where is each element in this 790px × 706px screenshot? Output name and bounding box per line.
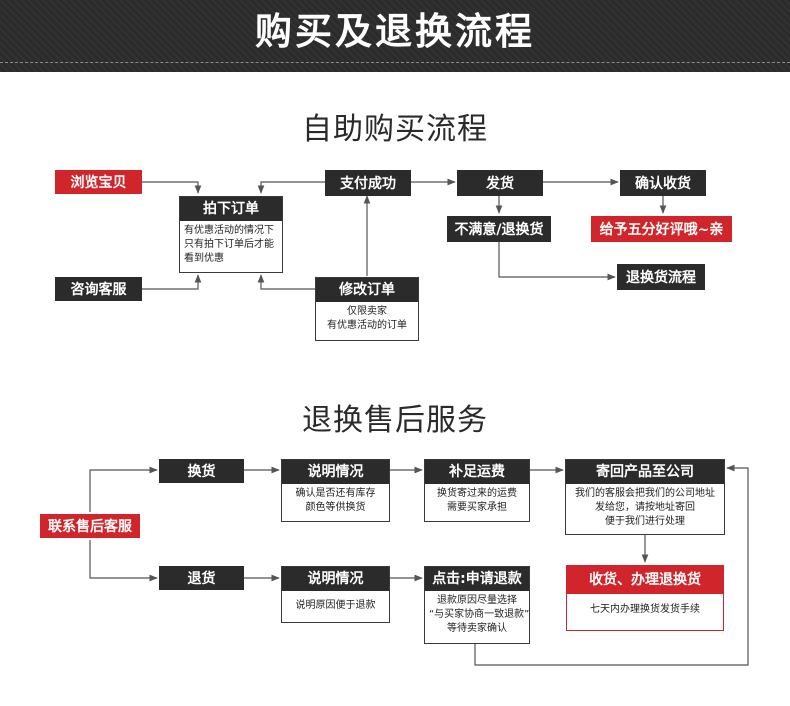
explain-exchange-title: 说明情况 [282, 460, 389, 484]
node-ship: 发货 [457, 170, 543, 196]
arrow-unsatisfied-to-return [498, 242, 616, 281]
arrow-pay-to-order [257, 181, 325, 194]
arrow-apply-loop-to-sendback [474, 464, 749, 666]
node-send-back: 寄回产品至公司 我们的客服会把我们的公司地址 发给您，请按地址寄回 便于我们进行… [565, 459, 725, 535]
arrow-contact-to-exchange [89, 466, 158, 512]
send-back-desc: 我们的客服会把我们的公司地址 发给您，请按地址寄回 便于我们进行处理 [575, 488, 715, 527]
node-contact-aftersales: 联系售后客服 [40, 514, 140, 538]
node-explain-refund: 说明情况 说明原因便于退款 [281, 566, 390, 623]
pay-shipping-title: 补足运费 [425, 460, 529, 484]
modify-order-title: 修改订单 [316, 278, 418, 302]
node-return-flow: 退换货流程 [617, 264, 705, 290]
arrow-consult-to-order [142, 274, 202, 290]
explain-exchange-desc: 确认是否还有库存 颜色等供换货 [295, 488, 376, 513]
explain-refund-desc: 说明原因便于退款 [295, 600, 376, 611]
node-pay-shipping: 补足运费 换货寄过来的运费 需要买家承担 [424, 459, 530, 522]
place-order-title: 拍下订单 [180, 197, 282, 221]
apply-refund-desc: 退款原因尽量选择 “与买家协商一致退款” 等待卖家确认 [429, 595, 530, 634]
section-title-aftersales: 退换售后服务 [302, 403, 488, 438]
node-refund: 退货 [159, 566, 244, 590]
node-browse: 浏览宝贝 [55, 170, 142, 194]
header-banner: 购买及退换流程 [0, 0, 790, 72]
send-back-title: 寄回产品至公司 [566, 460, 724, 484]
receive-process-desc: 七天内办理换货发货手续 [590, 604, 700, 615]
node-explain-exchange: 说明情况 确认是否还有库存 颜色等供换货 [281, 459, 390, 522]
apply-refund-title: 点击:申请退款 [425, 567, 529, 591]
banner-stitch-line [0, 62, 790, 63]
node-consult: 咨询客服 [55, 277, 142, 301]
arrow-browse-to-order [142, 181, 202, 194]
arrow-modify-to-order [257, 274, 315, 290]
explain-refund-title: 说明情况 [282, 567, 389, 591]
node-modify-order: 修改订单 仅限卖家 有优惠活动的订单 [315, 277, 419, 341]
receive-process-title: 收货、办理退换货 [567, 566, 723, 594]
modify-order-desc: 仅限卖家 有优惠活动的订单 [327, 306, 407, 331]
pay-shipping-desc: 换货寄过来的运费 需要买家承担 [437, 488, 517, 513]
node-unsatisfied: 不满意/退换货 [447, 216, 551, 242]
node-exchange: 换货 [159, 459, 244, 483]
arrow-contact-to-refund [89, 540, 158, 582]
node-receive-process: 收货、办理退换货 七天内办理换货发货手续 [566, 565, 724, 631]
node-confirm-receipt: 确认收货 [620, 170, 706, 196]
node-five-star: 给予五分好评哦~亲 [591, 216, 732, 242]
page-title: 购买及退换流程 [255, 10, 535, 53]
node-place-order: 拍下订单 有优惠活动的情况下 只有拍下订单后才能 看到优惠 [179, 196, 283, 273]
node-apply-refund: 点击:申请退款 退款原因尽量选择 “与买家协商一致退款” 等待卖家确认 [424, 566, 530, 644]
section-title-purchase: 自助购买流程 [302, 112, 488, 147]
place-order-desc: 有优惠活动的情况下 只有拍下订单后才能 看到优惠 [184, 225, 274, 264]
node-pay-success: 支付成功 [325, 170, 411, 196]
